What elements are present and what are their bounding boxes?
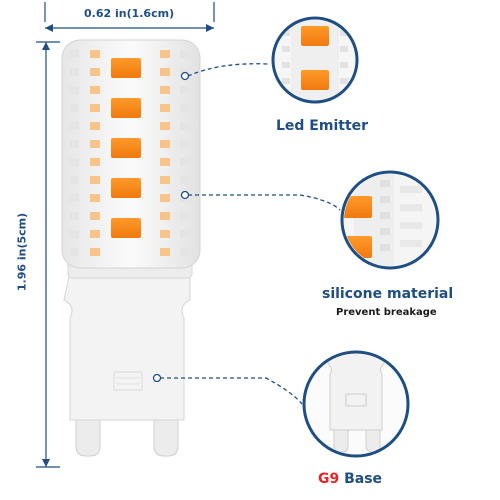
pin-right <box>153 417 179 457</box>
material-label: silicone material <box>322 286 454 302</box>
material-sublabel: Prevent breakage <box>336 307 437 318</box>
side-led-chip <box>180 104 189 112</box>
side-led-chip <box>160 248 170 256</box>
led-chip <box>111 58 141 78</box>
side-led-chip <box>160 194 170 202</box>
height-label: 1.96 in(5cm) <box>15 212 29 292</box>
side-led-chip <box>160 140 170 148</box>
material-leader <box>180 190 341 211</box>
front-led-column <box>111 58 141 238</box>
side-led-chip <box>180 50 189 58</box>
width-label: 0.62 in(1.6cm) <box>84 7 175 20</box>
side-led-chip <box>90 140 100 148</box>
side-led-chip <box>90 122 100 130</box>
zoom-led-3 <box>344 196 372 218</box>
silicone-magnifier <box>340 170 440 270</box>
pin-left <box>75 417 101 457</box>
led-chip <box>111 218 141 238</box>
base-label: G9 Base <box>318 471 382 487</box>
zoom-led-1 <box>301 26 329 46</box>
side-led-chip <box>70 248 79 256</box>
side-led-chip <box>160 158 170 166</box>
side-led-chip <box>160 104 170 112</box>
side-led-chip <box>70 176 79 184</box>
side-led-chip <box>90 230 100 238</box>
side-led-chip <box>180 176 189 184</box>
side-led-chip <box>70 50 79 58</box>
side-led-chip <box>70 140 79 148</box>
height-dimension-line <box>36 41 60 468</box>
side-led-chip <box>70 158 79 166</box>
side-led-chip <box>70 122 79 130</box>
side-led-chip <box>180 158 189 166</box>
side-led-chip <box>70 68 79 76</box>
side-led-chip <box>180 122 189 130</box>
side-led-chip <box>160 50 170 58</box>
g9-base <box>63 271 191 421</box>
side-led-chip <box>90 86 100 94</box>
side-led-chip <box>180 140 189 148</box>
led-chip <box>111 178 141 198</box>
side-led-chip <box>70 212 79 220</box>
emitter-label: Led Emitter <box>276 118 369 134</box>
side-led-chip <box>70 104 79 112</box>
side-led-chip <box>160 86 170 94</box>
g9-bulb <box>61 39 201 457</box>
side-led-chip <box>90 194 100 202</box>
side-led-chip <box>90 212 100 220</box>
side-led-chip <box>90 104 100 112</box>
emitter-leader <box>180 63 269 81</box>
side-led-chip <box>70 86 79 94</box>
side-led-chip <box>180 230 189 238</box>
side-led-chip <box>90 50 100 58</box>
side-led-chip <box>180 212 189 220</box>
side-led-chip <box>90 68 100 76</box>
led-chip <box>111 138 141 158</box>
base-slot <box>113 371 143 391</box>
side-led-chip <box>180 86 189 94</box>
base-code: G9 <box>318 471 340 487</box>
side-led-chip <box>90 176 100 184</box>
base-magnifier <box>302 350 410 458</box>
emitter-magnifier <box>271 16 359 104</box>
side-led-chip <box>70 194 79 202</box>
base-leader <box>152 373 303 405</box>
side-led-chip <box>180 248 189 256</box>
side-led-chip <box>160 68 170 76</box>
side-led-chip <box>90 248 100 256</box>
width-dimension-line <box>44 2 215 32</box>
base-word: Base <box>344 471 383 487</box>
side-led-chip <box>160 122 170 130</box>
side-led-strip <box>70 50 189 256</box>
led-chip <box>111 98 141 118</box>
side-led-chip <box>160 230 170 238</box>
side-led-chip <box>160 212 170 220</box>
zoom-led-2 <box>301 70 329 90</box>
side-led-chip <box>90 158 100 166</box>
side-led-chip <box>70 230 79 238</box>
side-led-chip <box>160 176 170 184</box>
